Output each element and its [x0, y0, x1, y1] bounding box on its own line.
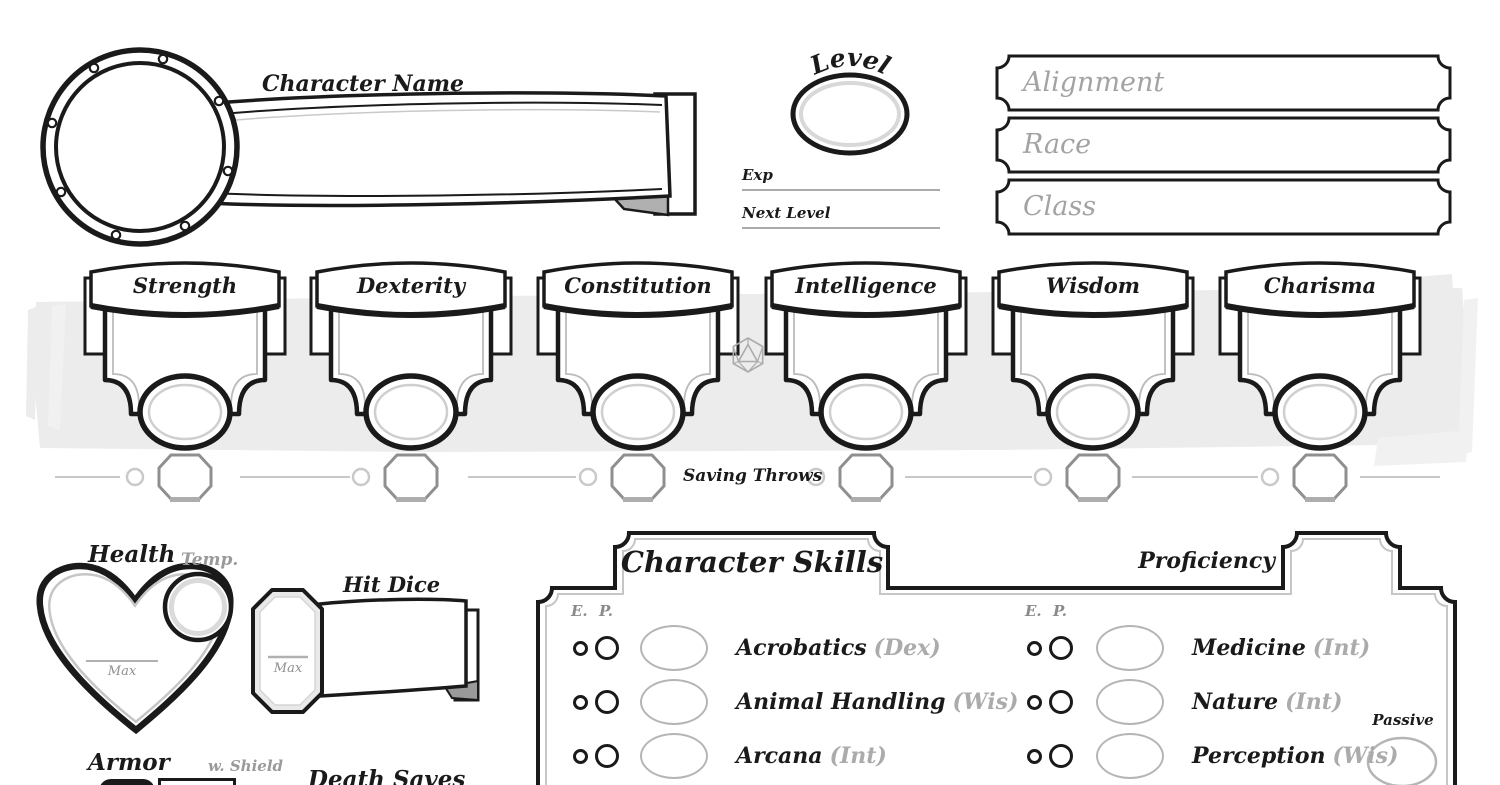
saving-throw-slot-constitution[interactable] — [580, 455, 664, 500]
armor-label: Armor — [88, 749, 170, 776]
hit-dice-max-label: Max — [273, 661, 303, 676]
ability-label-intelligence: Intelligence — [795, 273, 937, 298]
skill-acrobatics: Acrobatics(Dex) — [736, 632, 941, 664]
modifier-oval-acrobatics[interactable] — [640, 625, 708, 671]
hit-dice-banner — [318, 597, 480, 702]
skills-panel-outline — [536, 531, 1457, 785]
skill-name: Nature — [1192, 689, 1279, 715]
modifier-oval-nature[interactable] — [1096, 679, 1164, 725]
proficiency-toggle-animal-handling[interactable] — [595, 690, 619, 714]
expertise-toggle-acrobatics[interactable] — [573, 641, 588, 656]
ability-label-strength: Strength — [132, 273, 238, 298]
with-shield-label: w. Shield — [208, 757, 284, 775]
health-label: Health — [88, 541, 176, 568]
proficiency-toggle-acrobatics[interactable] — [595, 636, 619, 660]
expertise-toggle-perception[interactable] — [1027, 749, 1042, 764]
skill-arcana: Arcana(Int) — [736, 740, 887, 772]
temp-hp-circle[interactable] — [162, 571, 234, 643]
skill-ability: (Int) — [1285, 689, 1343, 715]
skills-panel-title: Character Skills — [620, 545, 884, 579]
skill-ability: (Int) — [829, 743, 887, 769]
hit-dice-die[interactable] — [251, 588, 324, 714]
skill-animal-handling: Animal Handling(Wis) — [736, 686, 1018, 718]
temp-hp-label: Temp. — [181, 550, 239, 570]
ability-label-charisma: Charisma — [1263, 273, 1377, 298]
armor-shield-shape[interactable] — [99, 779, 155, 785]
ability-label-constitution: Constitution — [564, 273, 712, 298]
skill-perception: Perception(Wis) — [1192, 740, 1398, 772]
skill-ability: (Dex) — [873, 635, 941, 661]
class-placeholder: Class — [1023, 191, 1097, 222]
armor-value-box[interactable] — [158, 778, 236, 785]
skill-ability: (Wis) — [1332, 743, 1399, 769]
character-portrait-badge[interactable] — [40, 47, 240, 247]
modifier-oval-animal-handling[interactable] — [640, 679, 708, 725]
proficiency-label: Proficiency — [1138, 548, 1275, 574]
skill-ability: (Int) — [1312, 635, 1371, 661]
saving-throw-slot-strength[interactable] — [127, 455, 211, 500]
skill-nature: Nature(Int) — [1192, 686, 1342, 718]
next-level-line[interactable] — [742, 227, 940, 229]
skill-name: Arcana — [736, 743, 823, 769]
health-max-label: Max — [107, 664, 137, 679]
skill-medicine: Medicine(Int) — [1192, 632, 1370, 664]
character-name-ribbon[interactable] — [202, 91, 697, 217]
saving-throw-slot-wisdom[interactable] — [1035, 455, 1119, 500]
proficiency-toggle-arcana[interactable] — [595, 744, 619, 768]
alignment-placeholder: Alignment — [1023, 67, 1165, 98]
proficiency-header-right: P. — [1053, 602, 1068, 620]
saving-throw-slot-dexterity[interactable] — [353, 455, 437, 500]
hit-dice-label: Hit Dice — [343, 572, 441, 597]
modifier-oval-perception[interactable] — [1096, 733, 1164, 779]
expertise-toggle-medicine[interactable] — [1027, 641, 1042, 656]
passive-label: Passive — [1372, 711, 1434, 729]
level-field[interactable] — [790, 72, 910, 156]
expertise-header-left: E. — [571, 602, 588, 620]
modifier-oval-medicine[interactable] — [1096, 625, 1164, 671]
skill-name: Acrobatics — [736, 635, 867, 661]
expertise-header-right: E. — [1025, 602, 1042, 620]
class-box[interactable] — [995, 178, 1452, 236]
ability-label-dexterity: Dexterity — [356, 273, 466, 298]
skill-name: Perception — [1192, 743, 1326, 769]
expertise-toggle-animal-handling[interactable] — [573, 695, 588, 710]
passive-perception-oval[interactable] — [1366, 736, 1438, 785]
skill-name: Medicine — [1192, 635, 1306, 661]
proficiency-header-left: P. — [599, 602, 614, 620]
proficiency-toggle-nature[interactable] — [1049, 690, 1073, 714]
proficiency-toggle-medicine[interactable] — [1049, 636, 1073, 660]
proficiency-toggle-perception[interactable] — [1049, 744, 1073, 768]
proficiency-bonus-box[interactable] — [1292, 541, 1392, 587]
next-level-label: Next Level — [742, 204, 831, 222]
race-box[interactable] — [995, 116, 1452, 174]
expertise-toggle-arcana[interactable] — [573, 749, 588, 764]
death-saves-label: Death Saves — [308, 766, 466, 785]
ability-label-wisdom: Wisdom — [1046, 273, 1140, 298]
exp-label: Exp — [742, 166, 773, 184]
skill-name: Animal Handling — [736, 689, 946, 715]
exp-line[interactable] — [742, 189, 940, 191]
character-name-label: Character Name — [262, 71, 465, 97]
saving-throw-slot-charisma[interactable] — [1262, 455, 1346, 500]
modifier-oval-arcana[interactable] — [640, 733, 708, 779]
expertise-toggle-nature[interactable] — [1027, 695, 1042, 710]
alignment-box[interactable] — [995, 54, 1452, 112]
skill-ability: (Wis) — [952, 689, 1019, 715]
badge-rivets — [46, 53, 234, 241]
skills-panel-inner-line — [545, 538, 1448, 785]
saving-throws-label: Saving Throws — [683, 466, 823, 486]
race-placeholder: Race — [1023, 129, 1092, 160]
